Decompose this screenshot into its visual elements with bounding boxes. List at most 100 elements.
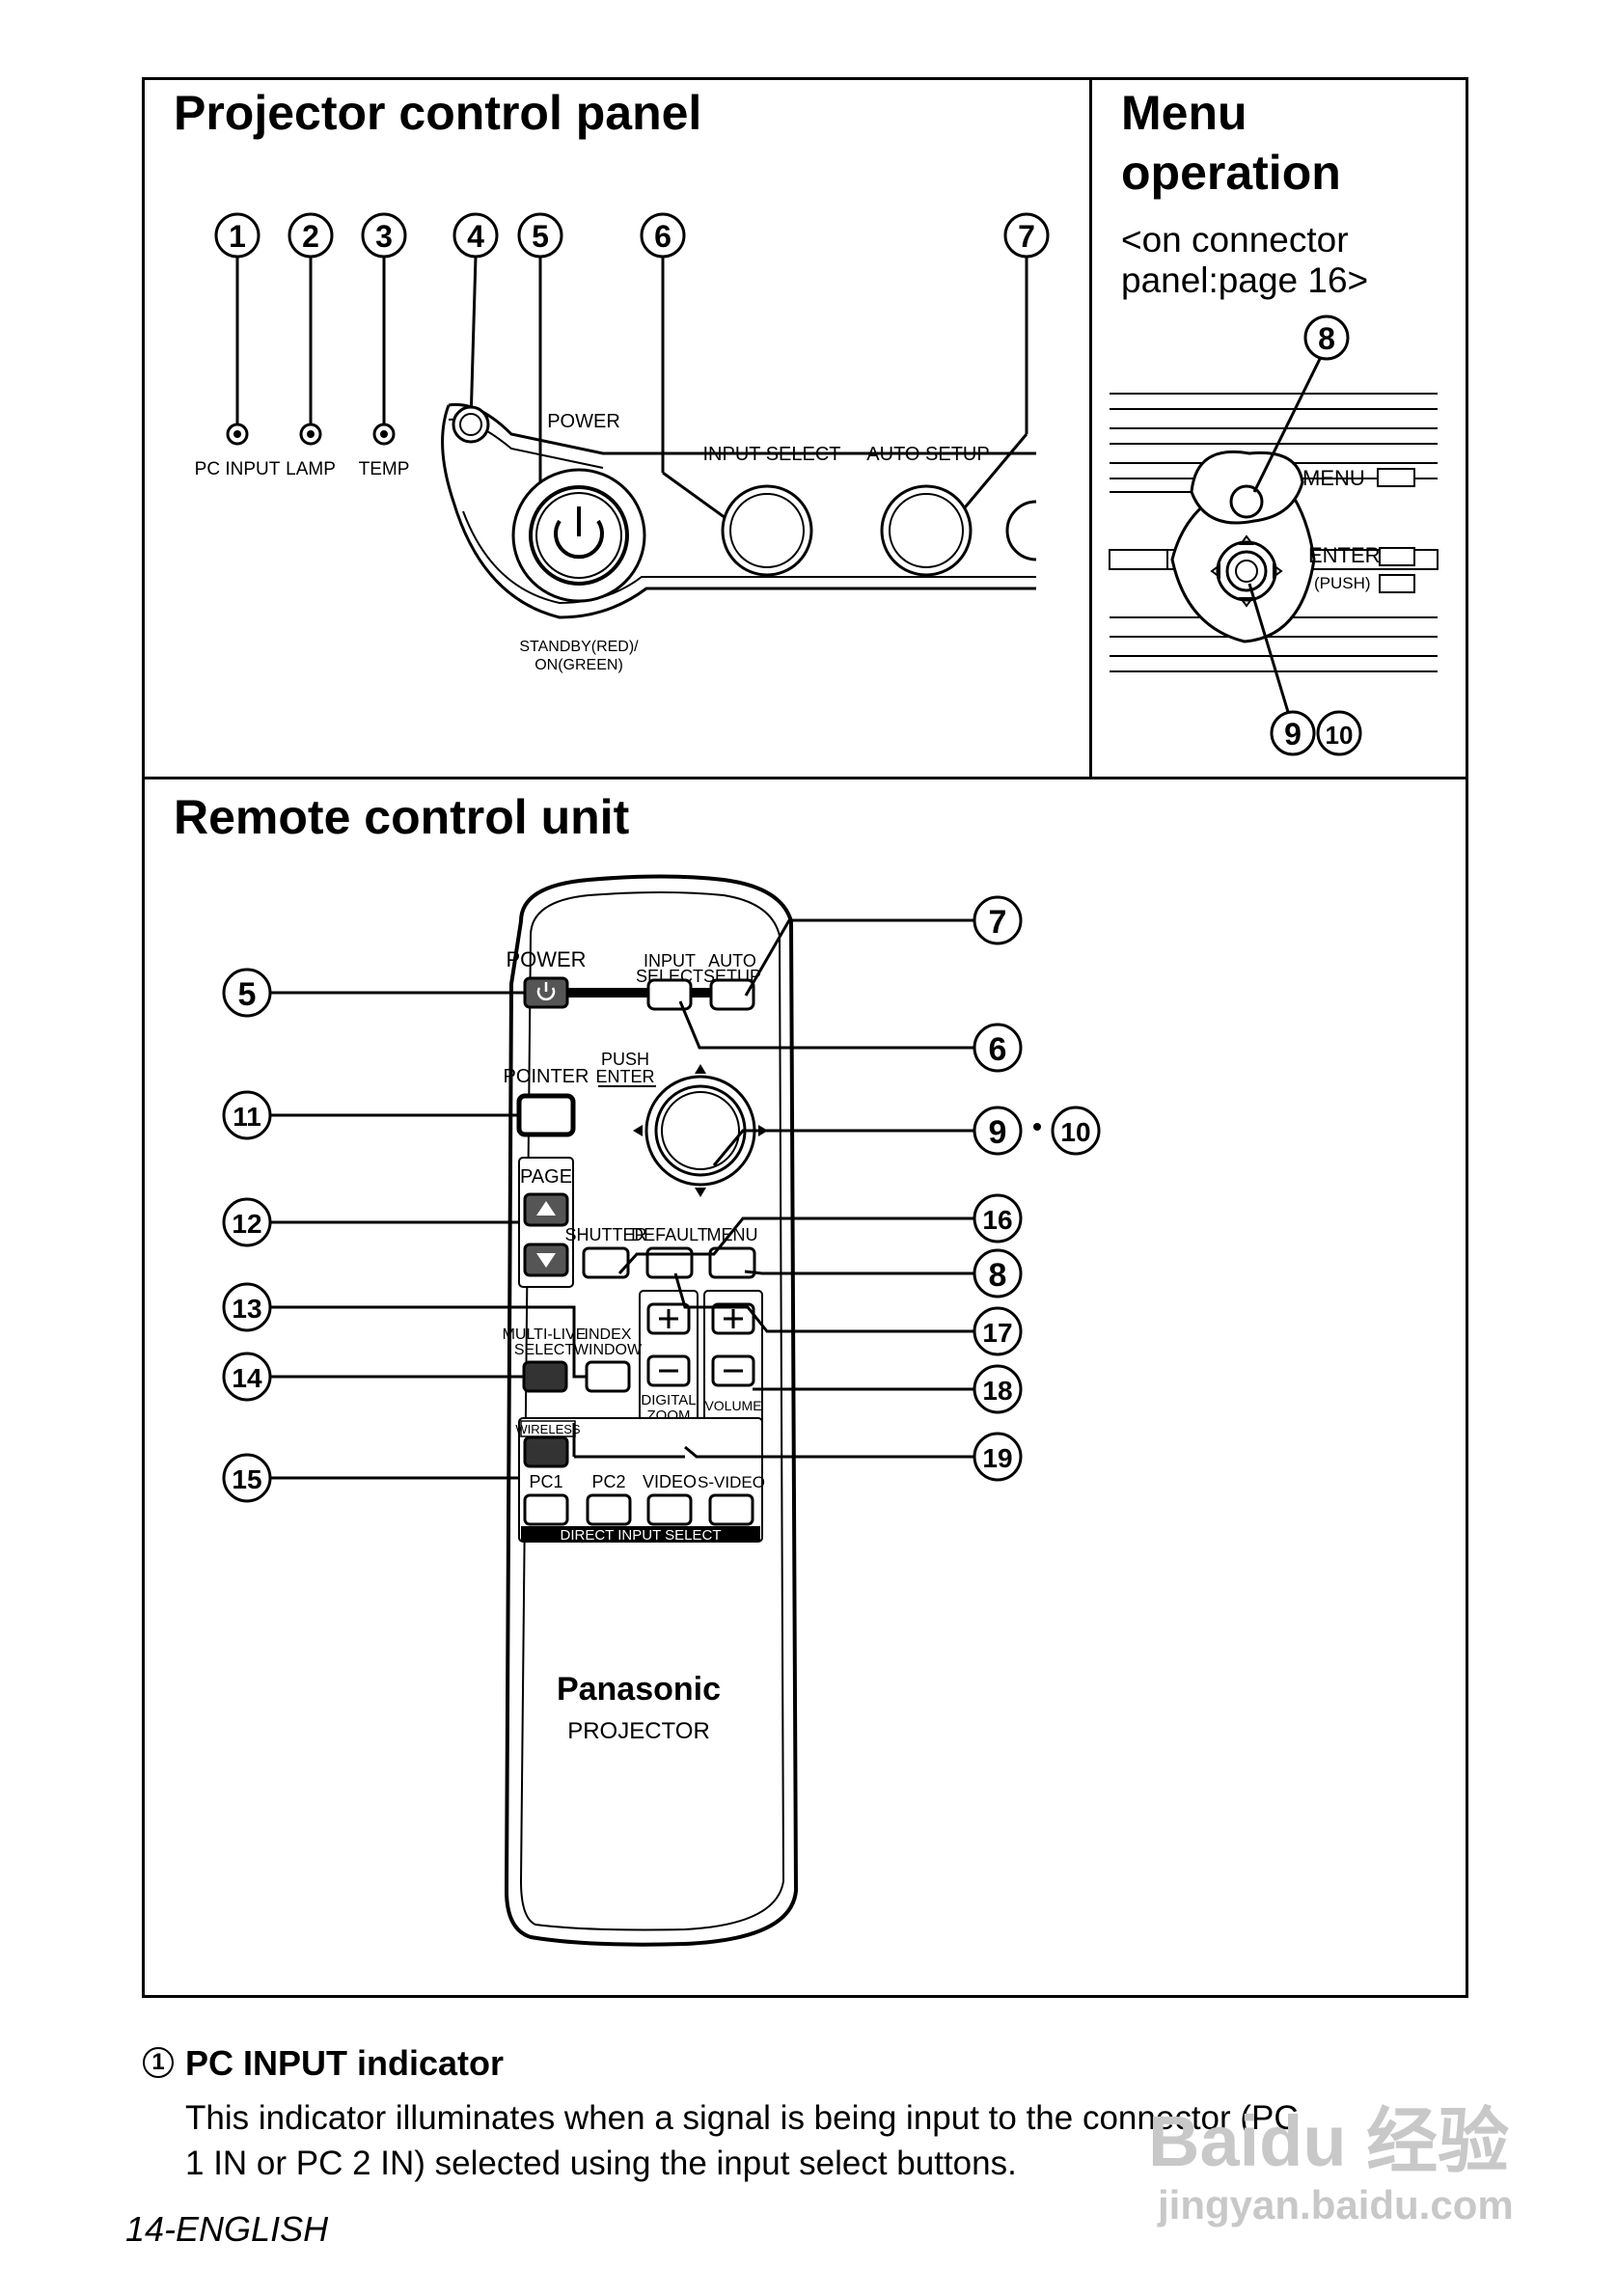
temp-label: TEMP xyxy=(359,459,410,479)
arrow-left-icon xyxy=(633,1125,643,1136)
remote-svideo-label: S-VIDEO xyxy=(698,1473,765,1491)
svg-text:5: 5 xyxy=(238,976,257,1013)
remote-diagram: POWER INPUT SELECT AUTO SETUP POINTER PU… xyxy=(222,874,1101,1947)
remote-index-window-button[interactable] xyxy=(585,1360,631,1393)
menu-operation-subtitle-line1: <on connector xyxy=(1121,220,1349,260)
standby-label-2: ON(GREEN) xyxy=(534,657,623,673)
control-panel-diagram: 1 2 3 4 5 6 7 PC INPUT LAMP TEMP POWER S… xyxy=(195,212,1050,673)
remote-index-label-1: INDEX xyxy=(585,1326,632,1343)
remote-callout-11: 11 xyxy=(222,1090,272,1140)
remote-multi-label-2: SELECT xyxy=(514,1342,574,1358)
remote-svideo-button[interactable] xyxy=(708,1493,754,1526)
svg-text:2: 2 xyxy=(302,219,319,254)
remote-callout-15: 15 xyxy=(222,1453,272,1503)
menu-panel-label: MENU xyxy=(1302,466,1365,490)
remote-multi-live-button[interactable] xyxy=(522,1360,568,1393)
remote-video-label: VIDEO xyxy=(643,1472,697,1491)
callout-7: 7 xyxy=(1003,212,1050,259)
svg-text:19: 19 xyxy=(982,1443,1012,1473)
remote-enter-label: ENTER xyxy=(595,1067,654,1086)
menu-operation-diagram: MENU ENTER (PUSH) 8 9 10 xyxy=(1109,314,1439,756)
remote-volume-label: VOLUME xyxy=(704,1398,761,1413)
lamp-indicator xyxy=(299,423,322,446)
remote-index-label-2: WINDOW xyxy=(574,1342,643,1358)
svg-text:9: 9 xyxy=(1284,717,1302,752)
power-button[interactable] xyxy=(511,468,646,603)
footer-body-line1: This indicator illuminates when a signal… xyxy=(185,2099,1299,2137)
remote-pc2-button[interactable] xyxy=(586,1493,632,1526)
remote-input-label-1: INPUT xyxy=(644,951,696,970)
volume-minus-button[interactable] xyxy=(711,1354,755,1387)
svg-text:11: 11 xyxy=(233,1102,261,1132)
callout-8-menu: 8 xyxy=(1303,314,1350,361)
arrow-down-icon xyxy=(1239,597,1254,608)
svg-text:6: 6 xyxy=(989,1031,1007,1068)
remote-callout-12: 12 xyxy=(222,1197,272,1247)
remote-callout-9: 9 xyxy=(973,1106,1023,1156)
remote-callout-17: 17 xyxy=(973,1306,1023,1356)
remote-pc2-label: PC2 xyxy=(591,1472,625,1491)
arrow-left-icon xyxy=(1210,563,1220,579)
remote-auto-setup-button[interactable] xyxy=(709,978,755,1011)
svg-text:6: 6 xyxy=(654,219,671,254)
remote-pointer-button[interactable] xyxy=(516,1093,576,1137)
page-up-icon xyxy=(536,1201,556,1216)
callout-6: 6 xyxy=(640,212,686,259)
remote-shutter-label: SHUTTER xyxy=(565,1225,647,1244)
standby-label-1: STANDBY(RED)/ xyxy=(519,639,639,655)
enter-joystick[interactable] xyxy=(1210,534,1283,608)
menu-operation-title-line1: Menu xyxy=(1121,86,1247,140)
input-select-label: INPUT SELECT xyxy=(703,444,841,465)
svg-text:7: 7 xyxy=(1018,219,1035,254)
auto-setup-button[interactable] xyxy=(880,484,973,577)
menu-operation-subtitle-line2: panel:page 16> xyxy=(1121,260,1369,300)
remote-callout-14: 14 xyxy=(222,1352,272,1402)
remote-power-button[interactable] xyxy=(523,976,569,1009)
zoom-minus-button[interactable] xyxy=(646,1354,691,1387)
footer-body-line2: 1 IN or PC 2 IN) selected using the inpu… xyxy=(185,2145,1017,2182)
watermark-logo: Baidu 经验 xyxy=(1148,2101,1510,2181)
page-down-icon xyxy=(536,1253,556,1268)
footer-item-number: 1 xyxy=(143,2047,174,2078)
svg-text:14: 14 xyxy=(232,1363,262,1393)
page-number: 14-ENGLISH xyxy=(125,2209,329,2249)
push-panel-label: (PUSH) xyxy=(1314,574,1371,592)
svg-text:5: 5 xyxy=(532,219,549,254)
remote-page-up-button[interactable] xyxy=(523,1192,569,1227)
input-select-button[interactable] xyxy=(721,484,813,577)
remote-frame xyxy=(142,777,1468,1998)
remote-wireless-label: WIRELESS xyxy=(515,1422,581,1436)
remote-page-down-button[interactable] xyxy=(523,1243,569,1277)
control-panel-title: Projector control panel xyxy=(174,86,702,140)
remote-product: PROJECTOR xyxy=(567,1718,710,1744)
plus-icon xyxy=(724,1309,743,1328)
remote-pc1-button[interactable] xyxy=(523,1493,569,1526)
remote-direct-input-label: DIRECT INPUT SELECT xyxy=(561,1527,722,1544)
remote-video-button[interactable] xyxy=(646,1493,693,1526)
remote-pc1-label: PC1 xyxy=(529,1472,562,1491)
remote-callout-10: 10 xyxy=(1051,1106,1101,1156)
remote-default-label: DEFAULT xyxy=(631,1225,708,1244)
remote-page-label: PAGE xyxy=(520,1166,572,1188)
remote-menu-button[interactable] xyxy=(708,1246,756,1279)
arrow-right-icon xyxy=(1273,563,1283,579)
temp-indicator xyxy=(372,423,396,446)
remote-input-select-button[interactable] xyxy=(646,978,693,1011)
svg-text:17: 17 xyxy=(982,1318,1012,1348)
svg-text:10: 10 xyxy=(1060,1117,1090,1147)
svg-text:8: 8 xyxy=(1318,321,1335,356)
remote-callout-5: 5 xyxy=(222,968,272,1018)
remote-digital-label: DIGITAL xyxy=(641,1392,696,1408)
remote-callout-18: 18 xyxy=(973,1364,1023,1414)
remote-wireless-button[interactable] xyxy=(523,1435,569,1468)
remote-menu-label: MENU xyxy=(707,1225,758,1244)
callout-1: 1 xyxy=(214,212,260,259)
remote-jog-dial[interactable] xyxy=(644,1075,756,1187)
callout-3: 3 xyxy=(361,212,407,259)
menu-panel-button[interactable] xyxy=(1229,484,1264,519)
remote-callout-13: 13 xyxy=(222,1282,272,1332)
svg-text:12: 12 xyxy=(232,1209,261,1239)
remote-brand: Panasonic xyxy=(557,1671,721,1708)
volume-plus-button[interactable] xyxy=(711,1302,755,1335)
zoom-plus-button[interactable] xyxy=(646,1302,691,1335)
